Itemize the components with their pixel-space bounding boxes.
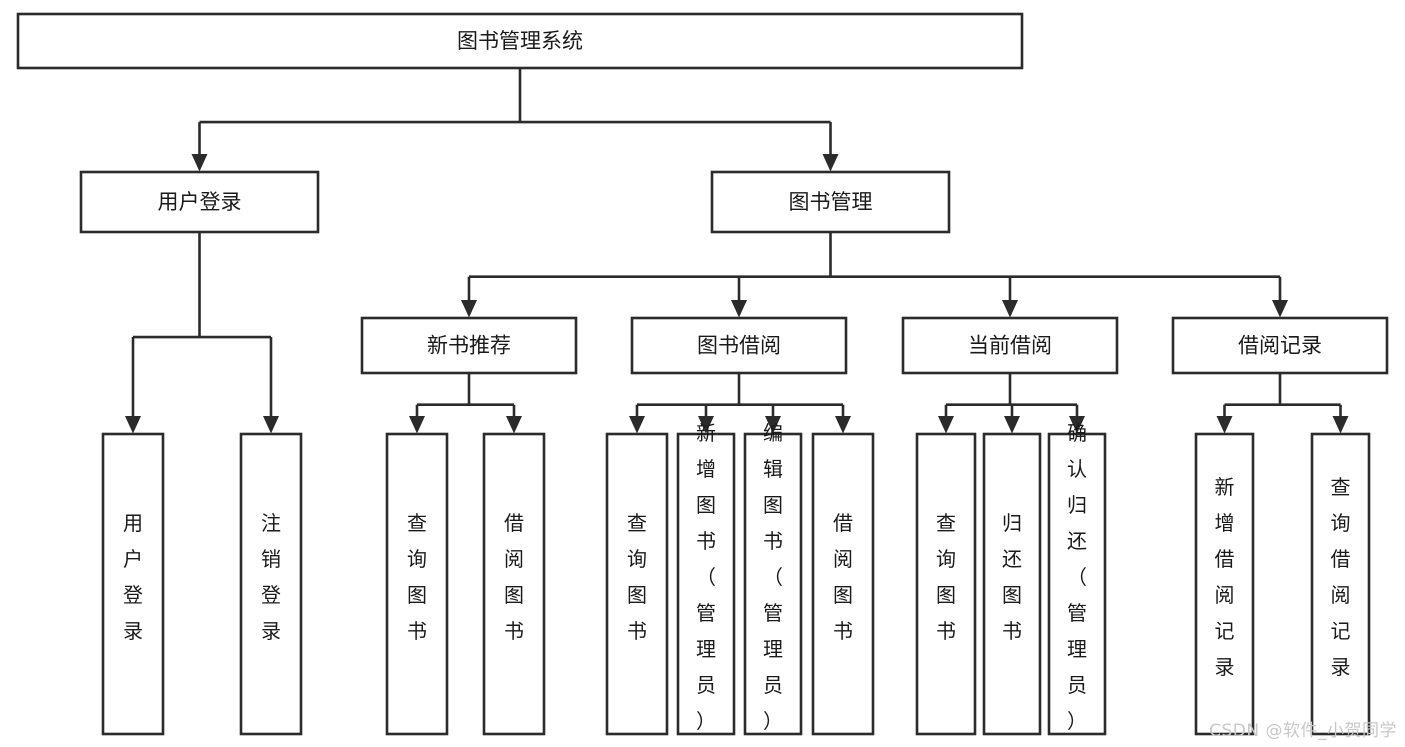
node-box[interactable] (1310, 432, 1371, 736)
node-leaf-user-login[interactable]: 用户登录 (101, 432, 165, 736)
node-label: 新增图书（管理员） (696, 421, 716, 733)
edge-arrowhead-icon (731, 300, 747, 318)
node-user-login[interactable]: 用户登录 (79, 170, 320, 234)
node-leaf-add-record[interactable]: 新增借阅记录 (1194, 432, 1255, 736)
edge-arrowhead-icon (1069, 416, 1085, 434)
node-box[interactable] (743, 432, 803, 736)
node-leaf-edit-book[interactable]: 编辑图书（管理员） (743, 421, 803, 736)
node-book-manage[interactable]: 图书管理 (710, 170, 951, 234)
csdn-watermark: CSDN @软件_小贺同学 (1209, 721, 1397, 741)
node-box[interactable] (915, 432, 977, 736)
node-label: 图书管理 (789, 190, 873, 214)
edge-arrowhead-icon (1002, 300, 1018, 318)
node-label: 查询借阅记录 (1331, 475, 1351, 679)
node-leaf-user-logout[interactable]: 注销登录 (239, 432, 303, 736)
node-root[interactable]: 图书管理系统 (16, 12, 1024, 70)
edge-arrowhead-icon (1216, 416, 1233, 434)
node-current-borrow[interactable]: 当前借阅 (901, 316, 1119, 375)
node-box[interactable] (630, 316, 848, 375)
node-box[interactable] (710, 170, 951, 234)
node-label: 查询图书 (936, 511, 956, 643)
node-leaf-add-book[interactable]: 新增图书（管理员） (676, 421, 736, 736)
edge-arrowhead-icon (698, 416, 714, 434)
node-box[interactable] (360, 316, 578, 375)
node-box[interactable] (676, 432, 736, 736)
node-label: 借阅记录 (1238, 334, 1322, 358)
node-leaf-query-book-1[interactable]: 查询图书 (385, 432, 449, 736)
node-layer: 图书管理系统用户登录图书管理新书推荐图书借阅当前借阅借阅记录用户登录注销登录查询… (16, 12, 1389, 736)
node-label: 确认归还（管理员） (1067, 421, 1087, 733)
node-box[interactable] (16, 12, 1024, 70)
node-label: 当前借阅 (968, 334, 1052, 358)
node-label: 注销登录 (261, 511, 281, 643)
node-leaf-borrow-book-1[interactable]: 借阅图书 (482, 432, 546, 736)
edge-arrowhead-icon (125, 416, 141, 434)
edge-arrowhead-icon (1272, 300, 1288, 318)
node-box[interactable] (1047, 432, 1107, 736)
node-leaf-borrow-book-2[interactable]: 借阅图书 (811, 432, 875, 736)
edge-arrowhead-icon (409, 416, 425, 434)
edge-arrowhead-icon (1004, 416, 1020, 434)
node-box[interactable] (385, 432, 449, 736)
node-box[interactable] (982, 432, 1042, 736)
node-box[interactable] (239, 432, 303, 736)
node-label: 图书管理系统 (457, 29, 583, 53)
edge-arrowhead-icon (191, 154, 208, 172)
node-new-book-rec[interactable]: 新书推荐 (360, 316, 578, 375)
node-box[interactable] (482, 432, 546, 736)
node-box[interactable] (811, 432, 875, 736)
node-book-borrow[interactable]: 图书借阅 (630, 316, 848, 375)
node-label: 用户登录 (158, 190, 242, 214)
edge-arrowhead-icon (629, 416, 645, 434)
node-label: 归还图书 (1002, 511, 1022, 643)
edge-arrowhead-icon (765, 416, 781, 434)
node-label: 查询图书 (407, 511, 427, 643)
node-box[interactable] (1171, 316, 1389, 375)
node-box[interactable] (79, 170, 320, 234)
node-box[interactable] (1194, 432, 1255, 736)
node-label: 图书借阅 (697, 334, 781, 358)
node-leaf-query-book-2[interactable]: 查询图书 (605, 432, 669, 736)
edge-arrowhead-icon (461, 300, 477, 318)
edge-layer (125, 68, 1349, 434)
node-label: 用户登录 (123, 511, 143, 643)
node-leaf-confirm-return[interactable]: 确认归还（管理员） (1047, 421, 1107, 736)
node-leaf-query-record[interactable]: 查询借阅记录 (1310, 432, 1371, 736)
node-leaf-query-book-3[interactable]: 查询图书 (915, 432, 977, 736)
edge-arrowhead-icon (263, 416, 279, 434)
node-label: 借阅图书 (504, 511, 524, 643)
edge-arrowhead-icon (938, 416, 954, 434)
node-box[interactable] (101, 432, 165, 736)
node-box[interactable] (901, 316, 1119, 375)
node-box[interactable] (605, 432, 669, 736)
node-label: 查询图书 (627, 511, 647, 643)
node-label: 新书推荐 (427, 334, 511, 358)
edge-arrowhead-icon (1332, 416, 1349, 434)
edge-arrowhead-icon (822, 154, 839, 172)
edge-arrowhead-icon (835, 416, 851, 434)
edge-arrowhead-icon (506, 416, 522, 434)
node-borrow-record[interactable]: 借阅记录 (1171, 316, 1389, 375)
node-label: 编辑图书（管理员） (763, 421, 783, 733)
node-label: 新增借阅记录 (1215, 475, 1235, 679)
node-leaf-return-book[interactable]: 归还图书 (982, 432, 1042, 736)
node-label: 借阅图书 (833, 511, 853, 643)
